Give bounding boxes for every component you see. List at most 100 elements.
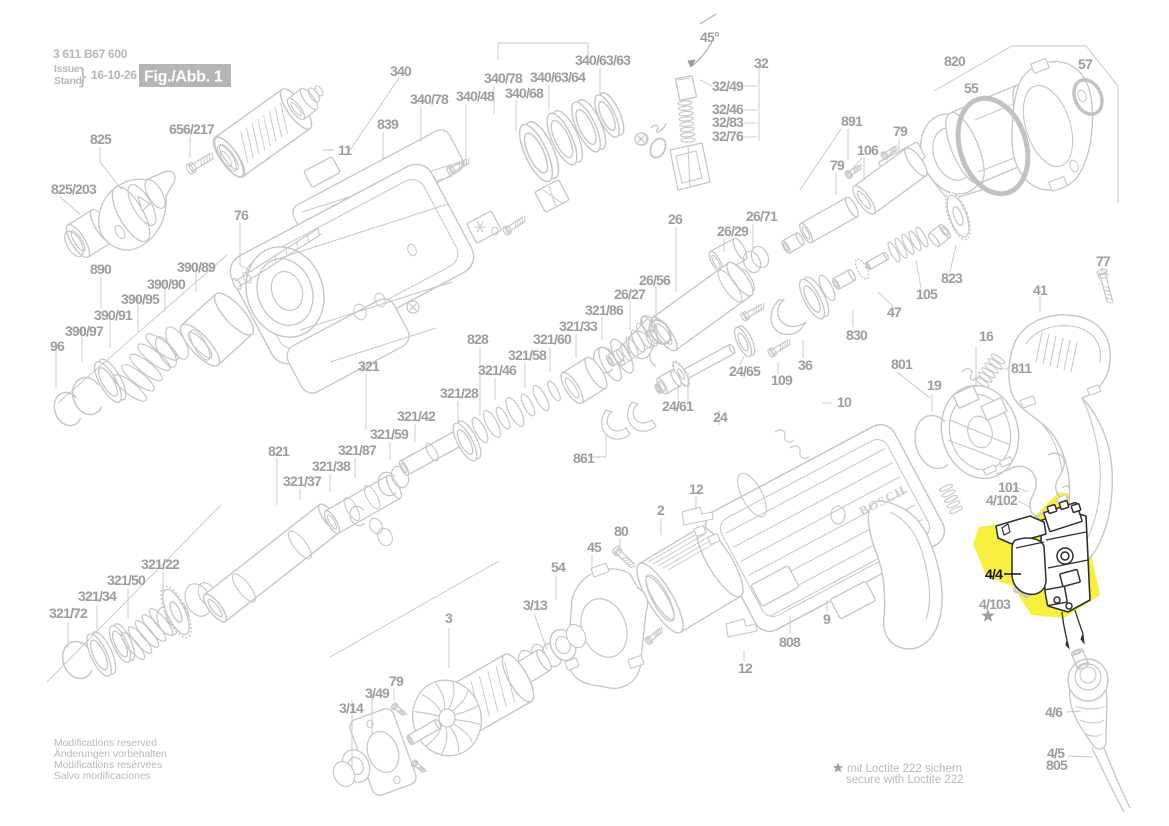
svg-text:390/97: 390/97	[65, 323, 104, 339]
svg-text:820: 820	[944, 53, 966, 69]
svg-text:secure with Loctite 222: secure with Loctite 222	[846, 774, 964, 786]
svg-text:340/48: 340/48	[456, 88, 495, 104]
svg-text:3 611 B67 600: 3 611 B67 600	[53, 47, 128, 61]
svg-text:811: 811	[1011, 360, 1032, 376]
svg-text:805: 805	[1046, 757, 1068, 773]
svg-text:321/22: 321/22	[141, 556, 180, 572]
svg-text:390/91: 390/91	[94, 307, 133, 323]
svg-text:321/72: 321/72	[49, 605, 88, 621]
svg-text:12: 12	[738, 660, 753, 676]
svg-text:Änderungen vorbehalten: Änderungen vorbehalten	[54, 748, 167, 760]
svg-text:79: 79	[830, 157, 845, 173]
svg-text:3: 3	[445, 610, 453, 626]
svg-text:26/29: 26/29	[717, 223, 749, 239]
svg-text:390/90: 390/90	[147, 276, 186, 292]
svg-text:26/56: 26/56	[639, 272, 671, 288]
svg-text:76: 76	[234, 207, 249, 223]
svg-text:41: 41	[1033, 282, 1048, 298]
svg-text:54: 54	[551, 559, 566, 575]
svg-text:19: 19	[927, 377, 942, 393]
svg-text:24/65: 24/65	[729, 363, 761, 379]
svg-text:891: 891	[841, 113, 863, 129]
svg-text:Modifications resérvées: Modifications resérvées	[54, 760, 162, 771]
svg-text:4/4: 4/4	[985, 566, 1003, 582]
svg-text:321/37: 321/37	[283, 473, 322, 489]
svg-text:32/76: 32/76	[712, 128, 744, 144]
svg-text:9: 9	[823, 611, 831, 627]
svg-text:321/87: 321/87	[338, 442, 377, 458]
svg-text:32: 32	[754, 55, 769, 71]
svg-text:4/5: 4/5	[1047, 745, 1065, 761]
svg-text:321/33: 321/33	[559, 318, 598, 334]
svg-text:808: 808	[779, 634, 801, 650]
svg-text:321/86: 321/86	[585, 302, 624, 318]
svg-text:890: 890	[90, 261, 112, 277]
svg-text:390/95: 390/95	[121, 291, 160, 307]
svg-text:340/78: 340/78	[484, 70, 523, 86]
svg-text:26: 26	[668, 211, 683, 227]
svg-text:12: 12	[689, 481, 704, 497]
svg-text:Issue: Issue	[54, 63, 80, 75]
svg-text:340/68: 340/68	[505, 85, 544, 101]
svg-text:10: 10	[837, 394, 852, 410]
svg-text:4/6: 4/6	[1045, 704, 1063, 720]
svg-text:32/49: 32/49	[712, 78, 744, 94]
svg-text:}: }	[79, 63, 86, 88]
svg-text:57: 57	[1078, 56, 1093, 72]
svg-text:36: 36	[798, 357, 813, 373]
svg-text:4/103: 4/103	[979, 596, 1011, 612]
svg-text:79: 79	[389, 673, 404, 689]
svg-text:mit Loctite 222 sichern: mit Loctite 222 sichern	[847, 763, 962, 775]
svg-text:825: 825	[90, 131, 112, 147]
svg-text:321/42: 321/42	[397, 408, 436, 424]
svg-text:321: 321	[358, 358, 380, 374]
svg-text:321/46: 321/46	[478, 362, 517, 378]
svg-text:340/78: 340/78	[410, 91, 449, 107]
svg-text:390/89: 390/89	[177, 259, 216, 275]
svg-text:105: 105	[916, 286, 938, 302]
svg-text:26/27: 26/27	[614, 286, 646, 302]
svg-text:80: 80	[614, 523, 629, 539]
svg-text:106: 106	[857, 142, 879, 158]
svg-text:340: 340	[390, 63, 412, 79]
svg-text:79: 79	[893, 123, 908, 139]
svg-text:3/49: 3/49	[365, 685, 390, 701]
svg-text:839: 839	[377, 116, 399, 132]
svg-text:77: 77	[1096, 253, 1111, 269]
svg-text:45°: 45°	[700, 29, 719, 45]
svg-text:32/46: 32/46	[712, 101, 744, 117]
svg-text:26/71: 26/71	[746, 208, 778, 224]
svg-text:101: 101	[998, 479, 1020, 495]
svg-text:321/50: 321/50	[107, 572, 146, 588]
svg-text:823: 823	[941, 270, 963, 286]
svg-text:321/58: 321/58	[508, 347, 547, 363]
svg-text:321/60: 321/60	[533, 331, 572, 347]
svg-text:55: 55	[964, 80, 979, 96]
svg-text:3/14: 3/14	[339, 700, 364, 716]
svg-text:16: 16	[979, 328, 994, 344]
svg-text:801: 801	[891, 356, 913, 372]
svg-text:861: 861	[573, 450, 595, 466]
svg-text:830: 830	[846, 327, 868, 343]
svg-text:Fig./Abb. 1: Fig./Abb. 1	[144, 69, 223, 86]
svg-text:821: 821	[268, 443, 290, 459]
svg-text:Stand: Stand	[54, 75, 82, 87]
svg-text:109: 109	[771, 372, 793, 388]
svg-text:321/28: 321/28	[440, 385, 479, 401]
svg-text:16-10-26: 16-10-26	[91, 68, 137, 82]
svg-text:11: 11	[338, 142, 352, 158]
svg-text:Modifications reserved: Modifications reserved	[54, 738, 157, 749]
svg-text:321/59: 321/59	[370, 426, 409, 442]
svg-text:32/83: 32/83	[712, 114, 744, 130]
svg-text:45: 45	[587, 539, 602, 555]
svg-text:24/61: 24/61	[662, 398, 694, 414]
svg-text:321/38: 321/38	[312, 458, 351, 474]
svg-text:24: 24	[713, 409, 728, 425]
svg-text:2: 2	[657, 502, 665, 518]
svg-text:Salvo modificaciones: Salvo modificaciones	[54, 771, 151, 782]
svg-text:656/217: 656/217	[169, 121, 215, 137]
svg-text:321/34: 321/34	[78, 588, 117, 604]
svg-text:96: 96	[50, 338, 65, 354]
svg-text:47: 47	[887, 304, 902, 320]
svg-text:4/102: 4/102	[986, 492, 1018, 508]
